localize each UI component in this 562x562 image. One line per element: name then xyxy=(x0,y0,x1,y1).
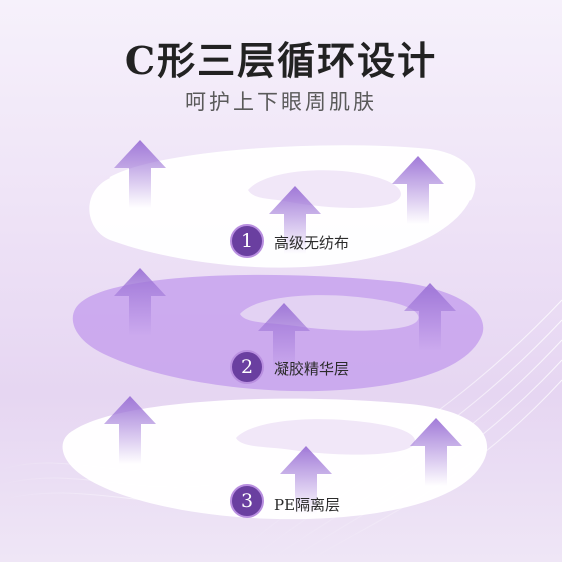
layer-3-label: PE隔离层 xyxy=(274,496,341,514)
layer-3-shape xyxy=(62,398,488,520)
page-title: C形三层循环设计 xyxy=(124,38,438,83)
layer-1-label: 高级无纺布 xyxy=(274,234,350,252)
page-subtitle: 呵护上下眼周肌肤 xyxy=(185,90,377,114)
layer-2-label: 凝胶精华层 xyxy=(274,360,350,378)
layer-3-badge: 3 xyxy=(230,484,264,518)
layer-1-badge: 1 xyxy=(230,224,264,258)
layer-2-badge: 2 xyxy=(230,350,264,384)
